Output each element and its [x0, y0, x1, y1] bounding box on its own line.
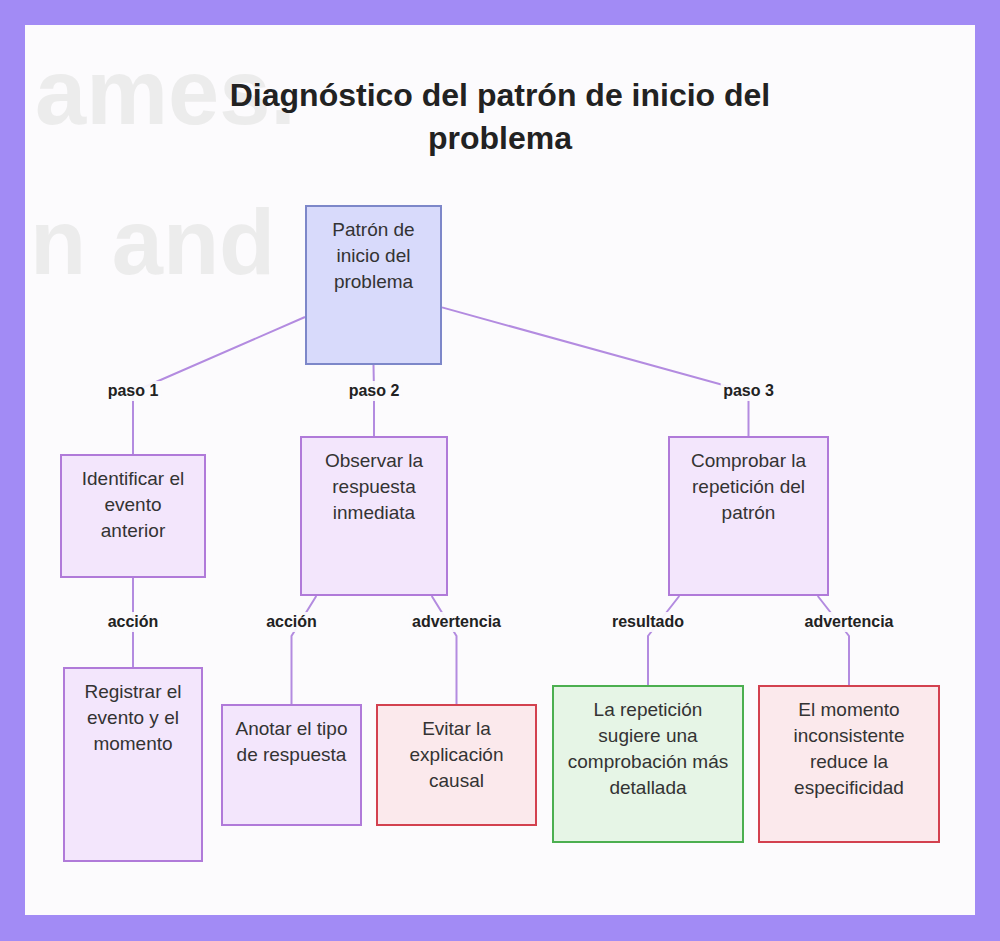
process-box: Comprobar la repetición del patrón — [668, 436, 829, 596]
edge-label: advertencia — [409, 612, 504, 632]
edge-label: advertencia — [802, 612, 897, 632]
node-text: La repetición sugiere una comprobación m… — [566, 697, 730, 801]
process-box: Registrar el evento y el momento — [63, 667, 203, 862]
node-text: Anotar el tipo de respuesta — [235, 716, 348, 768]
node-text: Identificar el evento anterior — [74, 466, 192, 544]
root-box: Patrón de inicio del problema — [305, 205, 442, 365]
node-text: Observar la respuesta inmediata — [314, 448, 434, 526]
connector-line — [818, 596, 849, 685]
process-box: Identificar el evento anterior — [60, 454, 206, 578]
warning-box: El momento inconsistente reduce la espec… — [758, 685, 940, 843]
edge-label: acción — [105, 612, 162, 632]
node-text: Patrón de inicio del problema — [319, 217, 428, 295]
connector-line — [442, 307, 749, 436]
node-text: Comprobar la repetición del patrón — [682, 448, 815, 526]
edge-label: paso 3 — [720, 381, 777, 401]
connector-line — [648, 596, 679, 685]
edge-label: resultado — [609, 612, 687, 632]
result-box: La repetición sugiere una comprobación m… — [552, 685, 744, 843]
watermark-text: n and — [30, 190, 275, 295]
edge-label: acción — [263, 612, 320, 632]
edge-label: paso 2 — [346, 381, 403, 401]
node-text: Registrar el evento y el momento — [77, 679, 189, 757]
warning-box: Evitar la explicación causal — [376, 704, 537, 826]
diagram-title: Diagnóstico del patrón de inicio del pro… — [170, 74, 830, 160]
edge-label: paso 1 — [105, 381, 162, 401]
node-text: Evitar la explicación causal — [390, 716, 523, 794]
process-box: Observar la respuesta inmediata — [300, 436, 448, 596]
process-box: Anotar el tipo de respuesta — [221, 704, 362, 826]
node-text: El momento inconsistente reduce la espec… — [772, 697, 926, 801]
